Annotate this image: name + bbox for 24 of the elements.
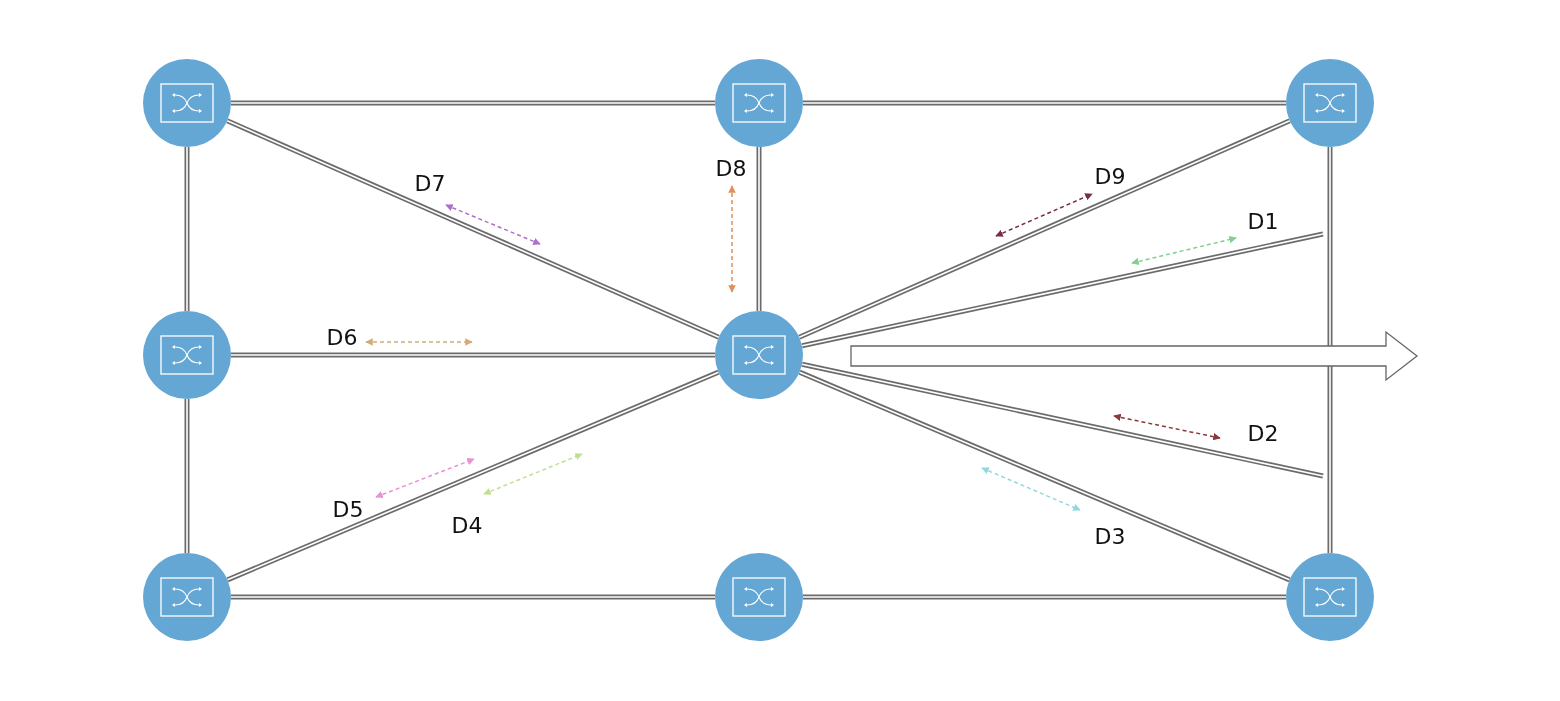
demand-label: D9: [1094, 163, 1126, 189]
link-line: [184, 399, 190, 553]
link-line: [226, 118, 720, 340]
link-line: [226, 369, 720, 583]
demand-label: D4: [451, 512, 483, 538]
link-line: [184, 147, 190, 311]
link-line: [231, 352, 715, 358]
link-line: [756, 147, 762, 311]
demand-label: D7: [414, 170, 446, 196]
demand-label: D3: [1094, 523, 1126, 549]
link-line: [801, 361, 1324, 479]
demand-label: D6: [326, 324, 358, 350]
demand-label: D2: [1247, 420, 1279, 446]
link-line: [231, 594, 715, 600]
link-line: [1327, 147, 1333, 553]
link-line: [231, 100, 715, 106]
demand-label: D1: [1247, 208, 1279, 234]
link-line: [798, 118, 1291, 340]
demand-label: D8: [715, 155, 747, 181]
demand-label: D5: [332, 496, 364, 522]
link-line: [803, 594, 1286, 600]
link-line: [798, 369, 1291, 583]
link-line: [801, 231, 1324, 349]
link-line: [803, 100, 1286, 106]
